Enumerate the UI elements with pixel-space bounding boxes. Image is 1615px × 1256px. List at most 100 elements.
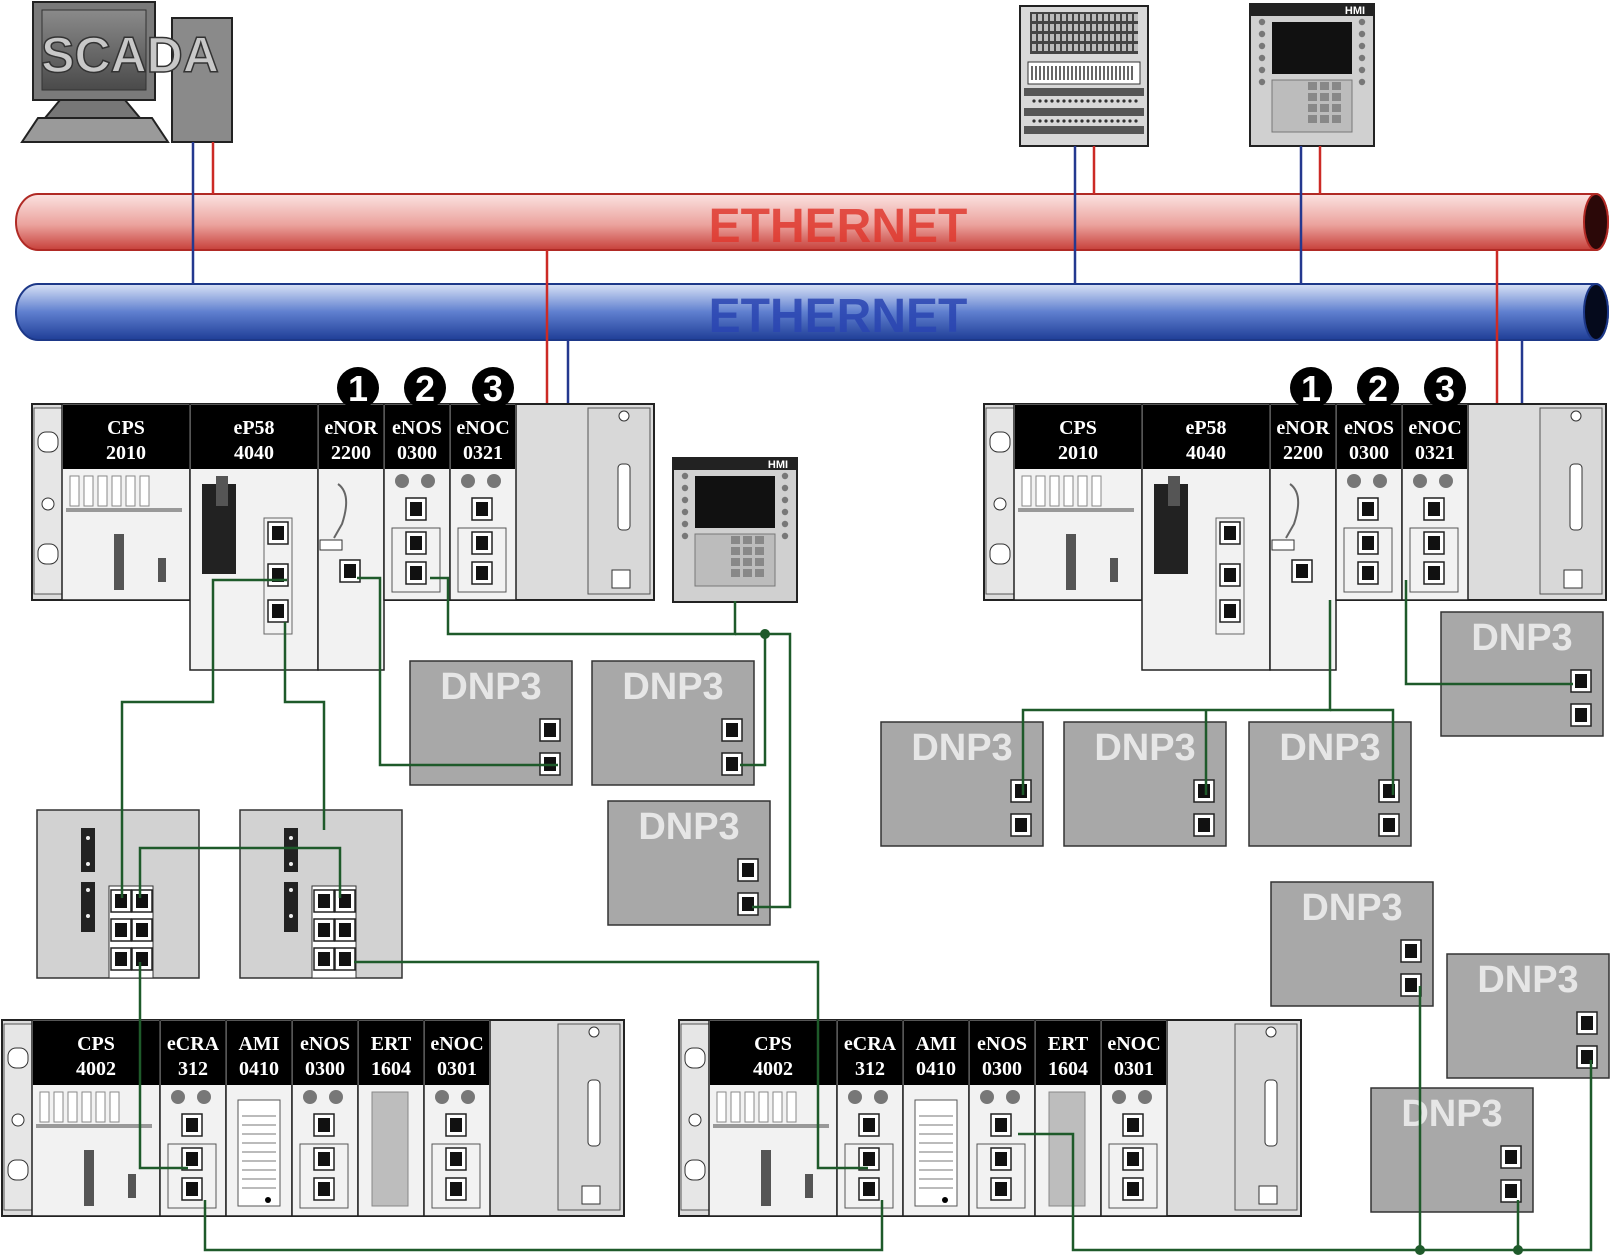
rtu-dot [1092,99,1096,103]
hmi-keypad-key [731,547,740,555]
status-led [461,1090,475,1104]
bottom_left_rack: CPS4002eCRA312AMI0410eNOS0300ERT1604eNOC… [1,1019,625,1217]
rtu-dot [1080,119,1084,123]
module-tab [319,539,343,551]
dnp3-label: DNP3 [1279,727,1380,769]
module-name: eNOS [300,1033,350,1055]
hmi-keypad-key [731,536,740,544]
hmi-side-key [1358,42,1366,50]
rtu-vent-slot [1080,14,1084,21]
rtu-vent-slot [1050,34,1054,41]
module-code: 2200 [331,442,371,464]
rj45-jack [1575,674,1587,688]
status-led [303,1090,317,1104]
module-code: 0301 [1114,1058,1154,1080]
psu-rail [66,508,182,512]
rj45-jack [1296,564,1308,578]
status-led [1006,1090,1020,1104]
rj45-jack [1428,536,1440,550]
rack-screw [588,1026,600,1038]
rj45-jack [136,923,148,937]
rj45-jack [136,894,148,908]
rj45-jack [995,1182,1007,1196]
rtu-vent-slot [1068,44,1072,51]
module-header [425,1021,489,1085]
psu-terminal [125,475,136,507]
rtu-dot [1056,119,1060,123]
rtu-vent-slot [1062,44,1066,51]
status-led [1347,474,1361,488]
rtu-vent-slot [1098,44,1102,51]
rtu-vent-slot [1128,24,1132,31]
hmi-side-key [781,520,789,528]
dnp3-device: DNP3 [1370,1087,1534,1213]
hmi-side-key [781,496,789,504]
status-led [1373,474,1387,488]
rtu-dot [1050,119,1054,123]
rj45-jack [450,1182,462,1196]
rtu-vent-slot [1068,14,1072,21]
cpu-port-frame [1215,517,1245,635]
rtu-dot [1044,99,1048,103]
hmi-keypad-key [743,536,752,544]
module-name: eCRA [167,1033,220,1055]
rack-screw [1265,1026,1277,1038]
rtu-vent-slot [1134,44,1138,51]
rj45-jack [410,502,422,516]
switch-status-bar [284,882,298,932]
hmi-side-key [681,472,689,480]
psu-terminal [111,475,122,507]
module-header [319,405,383,469]
rtu-vent-slot [1032,44,1036,51]
rj45-jack [726,723,738,737]
rj45-jack [186,1152,198,1166]
rj45-jack [1362,566,1374,580]
ert-terminal-block [1048,1091,1086,1207]
marker-1: 1 [1290,367,1332,409]
rtu-dot [1038,119,1042,123]
hmi-side-key [781,484,789,492]
rj45-jack [272,526,284,540]
port-frame [1409,527,1459,593]
hmi-side-key [681,496,689,504]
module-header [227,1021,291,1085]
dnp3-device: DNP3 [607,800,771,926]
module-header [838,1021,902,1085]
rtu-vent-slot [1128,14,1132,21]
rj45-jack [1015,818,1027,832]
hmi-top-keypad [1258,18,1366,123]
rj45-jack [995,1152,1007,1166]
rtu-dot [1086,99,1090,103]
hmi-side-key [781,508,789,516]
rj45-jack [476,566,488,580]
rj45-jack [1405,944,1417,958]
ground-symbol [993,497,1007,511]
module-name: eNOR [324,417,378,439]
hmi-keypad-key [1332,104,1341,112]
psu-connector [84,1150,94,1206]
rack-slot-hole [684,1047,706,1069]
marker-circle [1290,367,1332,409]
status-led [848,1090,862,1104]
rj45-jack [1505,1150,1517,1164]
hmi-keypad-key [1320,93,1329,101]
rtu-dot [1092,119,1096,123]
switch-led [86,914,90,918]
rtu-vent-slot [1086,34,1090,41]
rj45-jack [272,568,284,582]
hmi-keypad-key [1332,115,1341,123]
psu-terminal [83,475,94,507]
rj45-jack [318,894,330,908]
rtu-vent-slot [1080,34,1084,41]
rj45-jack [1405,978,1417,992]
rtu-dot [1032,99,1036,103]
rtu-dot [1074,99,1078,103]
psu-terminal [730,1091,741,1123]
hmi-top-screen [1272,22,1352,74]
rtu-vent-slot [1068,34,1072,41]
rj45-jack [272,604,284,618]
rtu-vent-slot [1110,34,1114,41]
